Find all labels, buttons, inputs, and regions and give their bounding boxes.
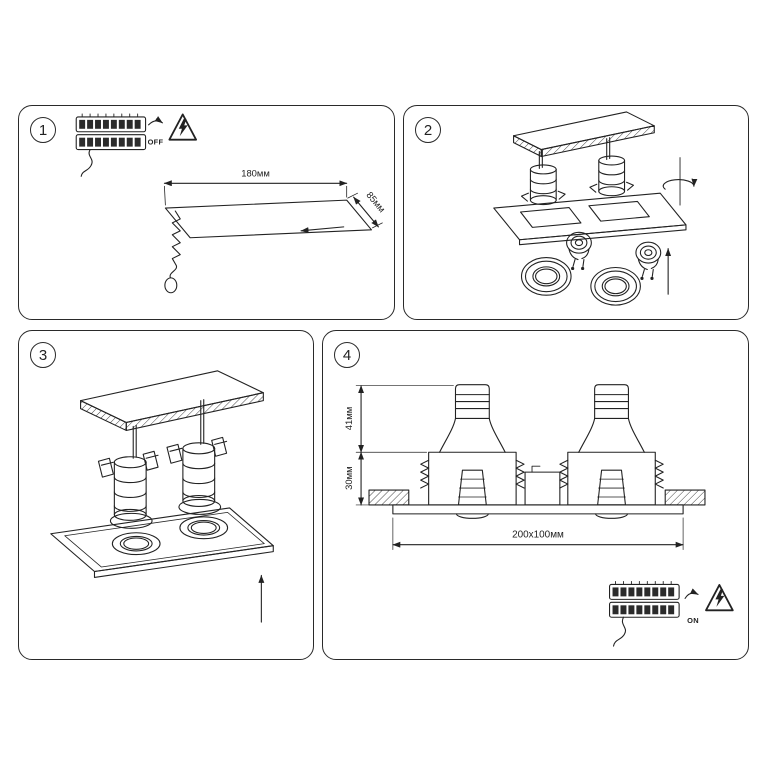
lamp-module-2	[559, 384, 664, 519]
lamp-housing-1	[520, 164, 566, 206]
jigsaw-blade	[164, 210, 181, 294]
lamp-housing-2	[589, 155, 635, 197]
spring-right	[515, 459, 525, 489]
step-circle-1: 1	[30, 117, 56, 143]
switch-state-label: ON	[687, 616, 699, 625]
spring-clip-left	[97, 457, 114, 478]
dimension-height-bottom	[355, 451, 392, 506]
step-panel-4: 4	[322, 330, 749, 660]
spring-clip-left	[166, 443, 183, 464]
electrical-hazard-icon	[705, 584, 734, 612]
ceiling-panel	[513, 111, 655, 158]
terminal-block	[609, 581, 699, 647]
rotate-arrow	[662, 157, 698, 206]
lamp-housing-2	[166, 436, 228, 515]
lamp-module-1	[420, 384, 525, 519]
trim-ring-1	[520, 257, 572, 296]
step-panel-1: 1	[18, 105, 395, 320]
step-circle-4: 4	[334, 342, 360, 368]
power-cable	[612, 616, 626, 647]
step-circle-2: 2	[415, 117, 441, 143]
step4-illustration: 41мм 30мм 200x100мм ON	[344, 384, 734, 647]
lamp-housing-1	[97, 450, 159, 529]
dimension-cutout	[392, 517, 684, 551]
power-cable	[80, 149, 93, 177]
step-panel-2: 2	[403, 105, 749, 320]
spring-clip-right	[211, 436, 228, 457]
terminal-block	[75, 113, 147, 177]
ceiling-section-left	[368, 489, 410, 506]
cutout-width-label: 180мм	[241, 167, 270, 178]
step2-illustration	[493, 111, 698, 306]
height-bottom-label: 30мм	[344, 466, 355, 489]
dimension-height-top	[355, 385, 454, 453]
mounting-rods	[132, 399, 205, 459]
mounting-rods	[538, 137, 611, 169]
step-circle-3: 3	[30, 342, 56, 368]
switch-on-arrow	[684, 588, 699, 599]
ceiling-panel	[80, 370, 264, 431]
step-panel-3: 3	[18, 330, 314, 660]
ceiling-section-right	[664, 489, 706, 506]
electrical-hazard-icon	[168, 113, 197, 141]
junction-box	[524, 465, 561, 506]
step3-illustration	[50, 370, 274, 623]
cutout-size-label: 200x100мм	[512, 530, 564, 541]
height-top-label: 41мм	[344, 407, 355, 430]
mounting-frame	[50, 507, 274, 578]
switch-state-label: OFF	[148, 138, 164, 147]
gu10-bulb-1	[566, 231, 592, 271]
spring-clip-right	[142, 450, 159, 471]
cutout-depth-dimension	[347, 192, 383, 229]
switch-off-arrow	[147, 116, 163, 126]
cutout-width-dimension	[163, 180, 348, 206]
mounting-frame	[493, 192, 687, 246]
step1-illustration: 180мм 85мм OFF	[75, 113, 388, 294]
gu10-bulb-2	[635, 241, 662, 281]
ceiling-cutout	[164, 199, 372, 239]
spring-left	[420, 459, 430, 489]
spring-clips	[589, 181, 635, 193]
cutout-depth-label: 85мм	[364, 189, 387, 214]
frame-flange	[392, 504, 684, 515]
insert-direction-arrow	[300, 226, 345, 234]
spring-clips	[520, 190, 566, 202]
trim-ring-2	[590, 266, 641, 306]
